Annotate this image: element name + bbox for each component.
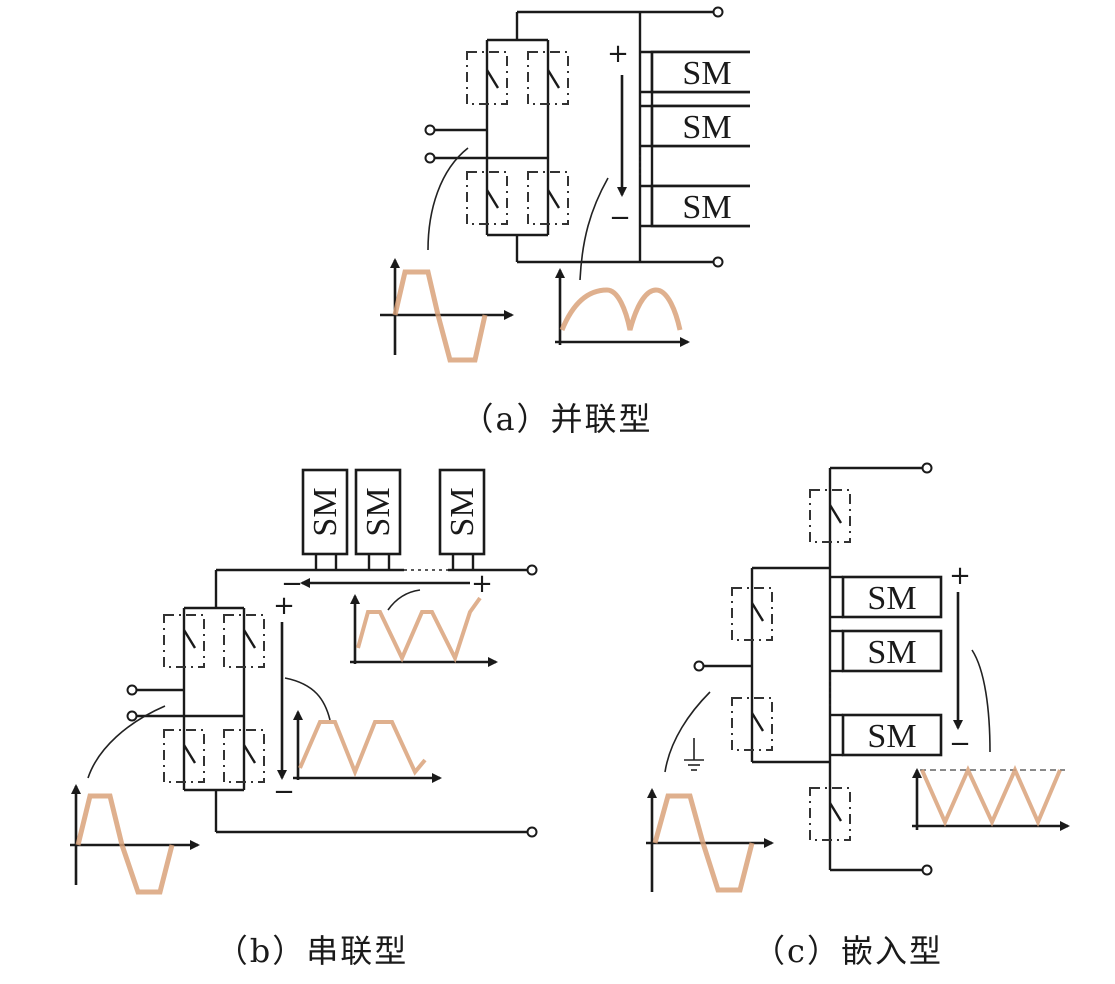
panel-b-top-minus-sign: −: [281, 569, 303, 599]
panel-b-top-plus-sign: +: [471, 569, 493, 599]
panel-b-plus-sign: +: [273, 591, 295, 621]
panel-a-parallel: SM SM SM + − （a）并联型: [380, 6, 770, 438]
panel-a-sm-label-2: SM: [682, 109, 731, 146]
panel-a-ac-terminal-2: [424, 152, 436, 164]
panel-b-series: SM SM SM − +: [70, 468, 538, 970]
panel-b-dc-terminal-bottom: [526, 826, 538, 838]
panel-b-ac-terminal-1: [126, 684, 138, 696]
panel-c-sm-label-n: SM: [867, 718, 916, 755]
ground-icon: [684, 738, 704, 771]
panel-b-bridge-waveform-plot: [293, 710, 442, 783]
panel-b-h-bridge: [126, 570, 265, 832]
panel-b-sm-module-n: [438, 468, 486, 556]
panel-b-sm-label-1: SM: [307, 487, 344, 536]
panel-a-dc-terminal-top: [712, 6, 724, 18]
panel-a-sm-module-n: [650, 184, 764, 228]
panel-c-dc-terminal-bottom: [921, 864, 933, 876]
panel-b-caption: （b）串联型: [216, 932, 409, 970]
panel-a-sm-module-1: [650, 50, 764, 94]
panel-a-sm-label-1: SM: [682, 55, 731, 92]
panel-b-sm-label-2: SM: [360, 487, 397, 536]
panel-c-sm-label-1: SM: [867, 580, 916, 617]
panel-b-dc-terminal-top: [526, 564, 538, 576]
panel-c-minus-sign: −: [949, 729, 971, 759]
panel-c-ac-waveform-plot: [646, 788, 774, 893]
panel-b-sm-label-n: SM: [444, 487, 481, 536]
panel-c-plus-sign: +: [949, 561, 971, 591]
panel-a-sm-stack: SM SM SM: [639, 50, 764, 228]
panel-a-dc-terminal-bottom: [712, 256, 724, 268]
panel-b-sm-module-1: [301, 468, 349, 556]
panel-c-embedded: SM SM SM + − （c）嵌入型: [646, 462, 1070, 970]
panel-c-sm-module-1: [841, 575, 943, 619]
panel-b-series-waveform-plot: [350, 594, 498, 667]
panel-b-sm-module-2: [354, 468, 402, 556]
panel-a-ac-terminal-1: [424, 124, 436, 136]
panel-c-sm-module-2: [841, 629, 943, 673]
panel-b-ac-terminal-2: [126, 710, 138, 722]
panel-a-caption: （a）并联型: [461, 400, 652, 438]
panel-b-minus-sign: −: [273, 777, 295, 807]
panel-a-plus-sign: +: [607, 39, 629, 69]
panel-b-ac-waveform-plot: [70, 784, 200, 895]
panel-a-rectified-waveform-plot: [555, 268, 690, 347]
panel-c-caption: （c）嵌入型: [753, 932, 943, 970]
panel-a-h-bridge: [424, 12, 569, 262]
panel-c-rectified-waveform-plot: [912, 765, 1070, 831]
panel-c-sm-label-2: SM: [867, 634, 916, 671]
panel-c-ac-terminal: [693, 660, 705, 672]
panel-a-minus-sign: −: [609, 203, 631, 233]
panel-a-ac-waveform-plot: [380, 258, 514, 363]
panel-c-sm-module-n: [841, 713, 943, 757]
panel-a-sm-label-n: SM: [682, 189, 731, 226]
panel-c-dc-terminal-top: [921, 462, 933, 474]
panel-a-sm-module-2: [650, 104, 764, 148]
